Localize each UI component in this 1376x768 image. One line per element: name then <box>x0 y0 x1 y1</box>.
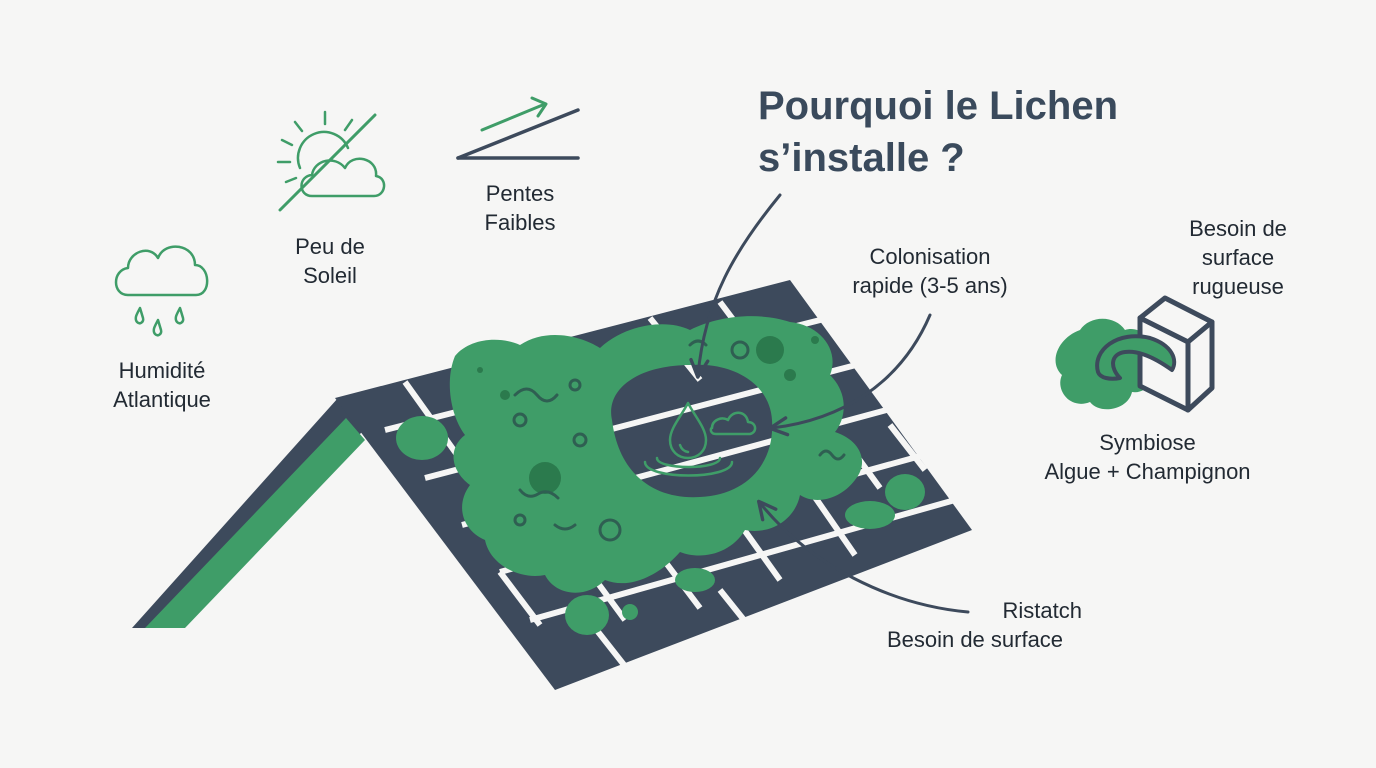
arrow-title <box>689 193 782 379</box>
lichen-colony <box>396 316 925 635</box>
water-drop-icon <box>643 401 757 477</box>
page-title: Pourquoi le Lichen s’installe ? <box>758 84 1119 180</box>
lichen-grip-icon <box>1055 295 1215 413</box>
lichen-patch <box>845 501 895 529</box>
crossed-sun-cloud-icon <box>276 110 386 212</box>
arrow-ristatch <box>757 499 970 614</box>
ristatch-label: Ristatch Besoin de surface <box>886 598 1082 652</box>
roof-gable <box>132 398 362 628</box>
rain-cloud-icon <box>114 245 209 337</box>
humidite-label: Humidité Atlantique <box>113 358 211 412</box>
besoin-label: Besoin de surface rugueuse <box>1189 216 1287 299</box>
arrows <box>689 193 970 614</box>
slope-arrow-icon <box>456 96 580 160</box>
lichen-patch <box>565 595 609 635</box>
lichen-patch <box>885 474 925 510</box>
lichen-patch <box>675 568 715 592</box>
arrow-colonisation <box>768 313 932 437</box>
roof-illustration <box>132 280 972 690</box>
lichen-patch <box>622 604 638 620</box>
soleil-label: Peu de Soleil <box>295 234 365 288</box>
pentes-label: Pentes Faibles <box>484 181 556 235</box>
symbiose-label: Symbiose Algue + Champignon <box>1044 430 1251 484</box>
roof-gable-green <box>145 418 365 628</box>
lichen-patch <box>396 416 448 460</box>
colonisation-label: Colonisation rapide (3-5 ans) <box>852 244 1008 298</box>
